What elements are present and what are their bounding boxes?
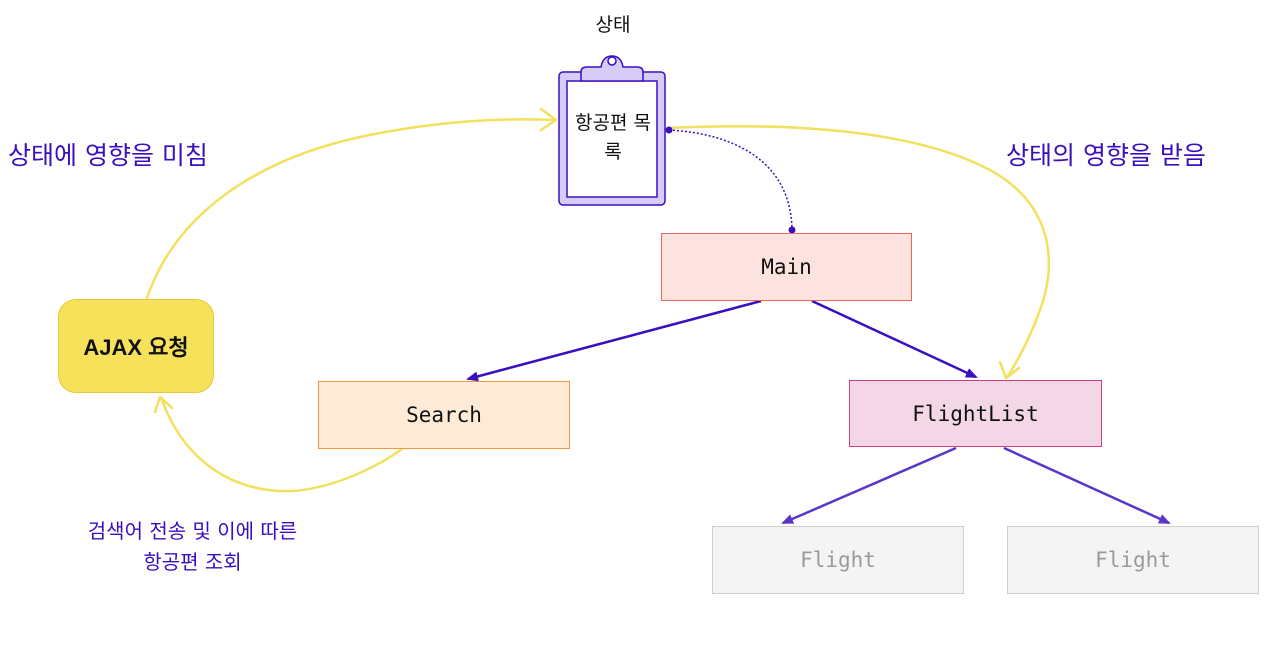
edge-main-flightlist bbox=[811, 299, 978, 379]
flow-search-to-ajax bbox=[160, 398, 404, 493]
annotation-affected-by-state: 상태의 영향을 받음 bbox=[1006, 141, 1206, 170]
node-ajax-request: AJAX 요청 bbox=[58, 299, 214, 393]
edge-flightlist-flight-1 bbox=[781, 446, 957, 525]
flow-ajax-to-state bbox=[145, 118, 556, 300]
node-flight-2: Flight bbox=[1007, 526, 1259, 594]
clipboard-icon bbox=[558, 55, 666, 206]
state-to-main-connector bbox=[668, 129, 793, 229]
annotation-search-note: 검색어 전송 및 이에 따른 항공편 조회 bbox=[87, 519, 298, 574]
node-search: Search bbox=[318, 381, 570, 449]
connector-end-dot bbox=[788, 226, 796, 234]
connector-start-dot bbox=[665, 126, 673, 134]
state-title: 상태 bbox=[595, 14, 631, 36]
annotation-affects-state: 상태에 영향을 미침 bbox=[8, 141, 208, 170]
node-flight-1: Flight bbox=[712, 526, 964, 594]
flow-state-to-flightlist-head bbox=[998, 360, 1021, 380]
edge-flightlist-flight-2 bbox=[1003, 446, 1171, 525]
flow-arrows bbox=[145, 107, 1051, 493]
edge-main-search bbox=[466, 299, 762, 382]
node-flightlist: FlightList bbox=[849, 380, 1102, 447]
flow-ajax-to-state-head bbox=[539, 107, 558, 132]
flow-search-to-ajax-head bbox=[153, 395, 174, 414]
state-store-label: 항공편 목록 bbox=[575, 112, 651, 163]
node-main: Main bbox=[661, 233, 912, 301]
flow-state-to-flightlist bbox=[666, 124, 1051, 378]
